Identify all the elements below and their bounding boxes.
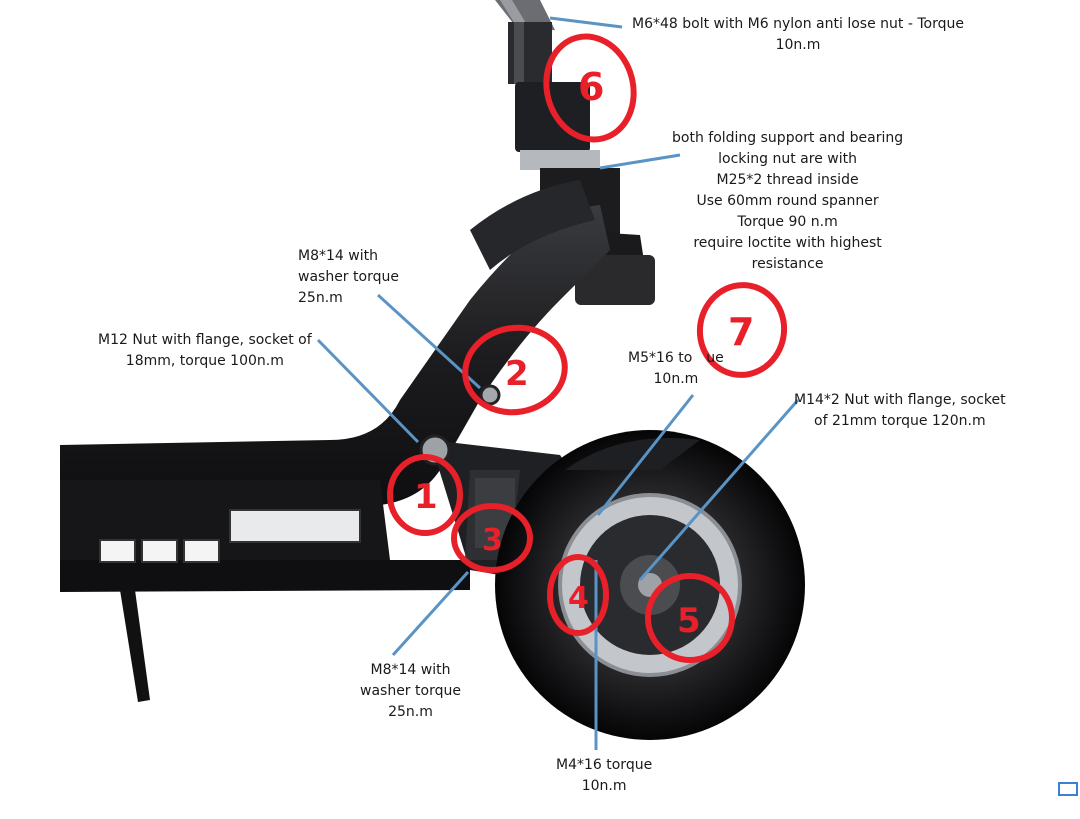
- window-icon[interactable]: [1058, 782, 1078, 796]
- marker-1: 1: [387, 454, 463, 536]
- marker-7: 7: [696, 282, 788, 378]
- annotation-bolt-4: M4*16 torque 10n.m: [556, 757, 653, 794]
- marker-5: 5: [645, 573, 735, 663]
- frame: [60, 180, 620, 702]
- rear-wheel: [495, 430, 805, 740]
- annotation-bolt-2: M8*14 with washer torque 25n.m: [298, 248, 399, 306]
- leader-a1: [316, 338, 420, 444]
- annotation-bolt-6: M6*48 bolt with M6 nylon anti lose nut -…: [632, 16, 964, 53]
- marker-6: 6: [543, 33, 637, 143]
- annotation-nut-1: M12 Nut with flange, socket of 18mm, tor…: [98, 332, 312, 369]
- leader-lines: [316, 16, 800, 750]
- annotation-bolt-3: M8*14 with washer torque 25n.m: [360, 662, 461, 720]
- leader-a5: [638, 399, 800, 581]
- svg-text:3: 3: [482, 523, 503, 558]
- svg-text:2: 2: [505, 354, 529, 394]
- annotation-folding-support: both folding support and bearing locking…: [672, 130, 904, 272]
- leader-a7: [596, 394, 695, 516]
- leader-fold: [599, 153, 681, 170]
- svg-text:4: 4: [568, 581, 589, 616]
- annotation-bolt-7: M5*16 to ue 10n.m: [628, 350, 724, 387]
- svg-text:1: 1: [414, 477, 438, 517]
- svg-text:5: 5: [677, 601, 701, 641]
- markers: 6 7 2 1 3 4 5: [387, 33, 788, 663]
- marker-3: 3: [451, 503, 533, 573]
- marker-2: 2: [462, 324, 568, 416]
- svg-text:6: 6: [578, 65, 604, 109]
- annotation-nut-5: M14*2 Nut with flange, socket of 21mm to…: [794, 392, 1006, 429]
- marker-4: 4: [547, 554, 609, 636]
- leader-a3: [391, 570, 470, 657]
- leader-a6: [549, 16, 623, 29]
- svg-text:7: 7: [728, 310, 754, 354]
